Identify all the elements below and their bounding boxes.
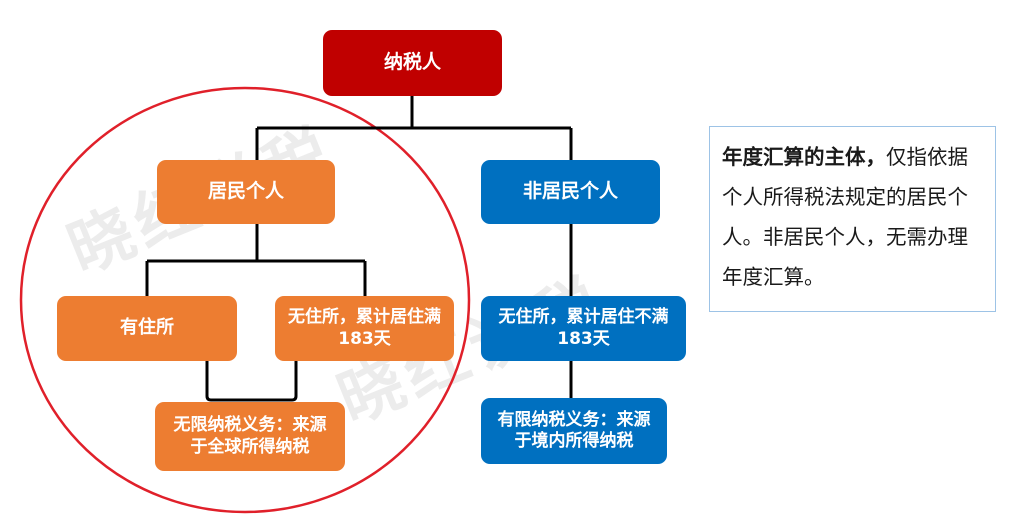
resident-node: 居民个人 — [157, 160, 335, 224]
annual-settlement-note: 年度汇算的主体，仅指依据个人所得税法规定的居民个人。非居民个人，无需办理年度汇算… — [709, 126, 996, 312]
note-text: 仅指依据个人所得税法规定的居民个人。非居民个人，无需办理年度汇算。 — [722, 145, 968, 289]
no-domicile-nonresident-node: 无住所，累计居住不满183天 — [481, 296, 686, 361]
no-domicile-resident-node: 无住所，累计居住满183天 — [275, 296, 454, 361]
unlimited-obligation-node: 无限纳税义务：来源于全球所得纳税 — [155, 402, 345, 471]
limited-obligation-node: 有限纳税义务：来源于境内所得纳税 — [481, 398, 667, 464]
resident-circle — [19, 86, 471, 514]
connector-merge-bracket — [205, 361, 298, 402]
has-domicile-node: 有住所 — [57, 296, 237, 361]
nonresident-node: 非居民个人 — [481, 160, 660, 224]
note-emphasis: 年度汇算的主体， — [722, 145, 886, 169]
taxpayer-node: 纳税人 — [323, 30, 502, 96]
